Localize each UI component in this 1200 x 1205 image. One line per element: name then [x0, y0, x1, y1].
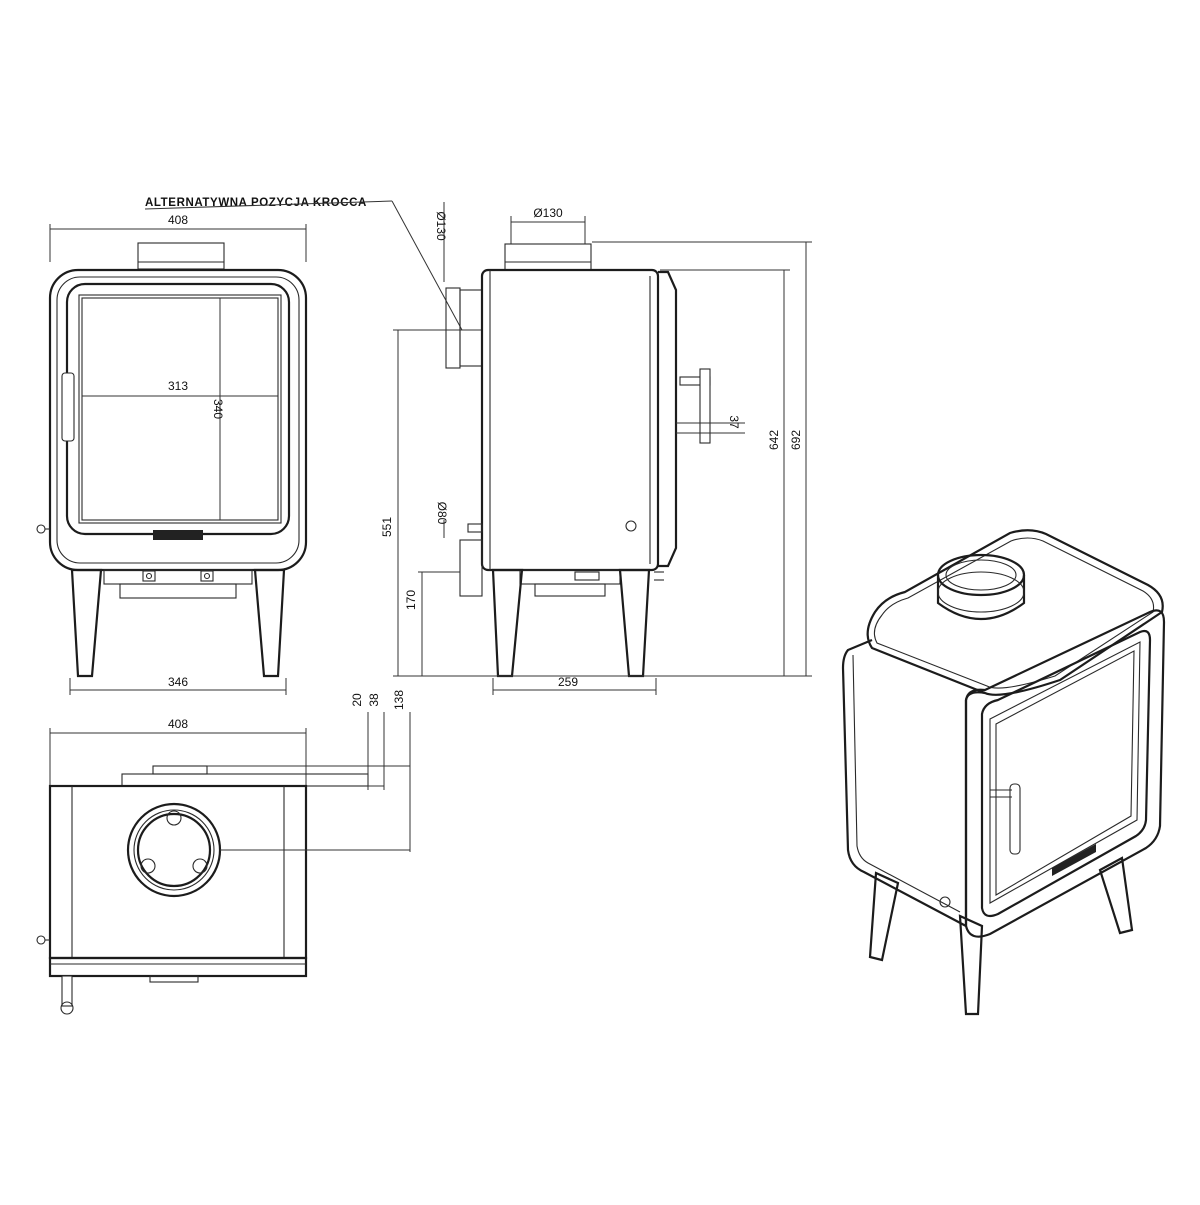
- iso-glass: [989, 641, 1141, 904]
- iso-leg-back-left: [868, 871, 900, 962]
- front-body: [48, 268, 308, 572]
- dim-top-width: 408: [168, 717, 188, 731]
- side-air-knob: [625, 520, 637, 532]
- iso-air-knob: [939, 896, 951, 908]
- dim-legs-width: 346: [168, 675, 188, 689]
- iso-leg-front-left: [958, 914, 984, 1016]
- iso-flue-collar: [936, 553, 1026, 597]
- front-glass: [78, 294, 282, 524]
- side-door-profile: [658, 270, 678, 568]
- side-leg-left: [491, 568, 524, 678]
- dim-glass-height: 340: [211, 399, 225, 419]
- dim-body-height: 642: [767, 430, 781, 450]
- side-flue-collar: [504, 243, 592, 271]
- dim-offset-a: 20: [350, 693, 364, 707]
- side-view: ALTERNATYWNA POZYCJA KROCCA Ø130 Ø130 37: [144, 197, 812, 695]
- top-view: 408 20 38 138: [36, 690, 411, 1015]
- iso-brand-plate: [1052, 844, 1096, 876]
- iso-handle: [1009, 783, 1021, 855]
- dim-air-inlet-height: 170: [404, 590, 418, 610]
- front-air-knob: [36, 524, 46, 534]
- isometric-view: [841, 529, 1166, 1016]
- dim-glass-width: 313: [168, 379, 188, 393]
- side-handle: [699, 368, 711, 444]
- front-ash-pan: [119, 583, 237, 599]
- dim-offset-b: 38: [367, 693, 381, 707]
- top-rear-flue: [121, 773, 369, 787]
- front-view: 408 313 340: [36, 213, 308, 695]
- front-leg-right: [253, 568, 286, 678]
- dim-rear-flue-diameter: Ø130: [434, 211, 448, 241]
- side-leg-right: [618, 568, 651, 678]
- dim-width-top: 408: [168, 213, 188, 227]
- dim-handle-offset: 37: [727, 415, 741, 429]
- dim-total-height: 692: [789, 430, 803, 450]
- top-air-knob: [36, 935, 46, 945]
- dim-air-inlet-diameter: Ø80: [435, 502, 449, 525]
- front-brand-plate: [153, 530, 203, 540]
- iso-front-face: [964, 609, 1166, 938]
- rear-flue-collar: [445, 287, 461, 369]
- front-base-plate: [103, 569, 253, 585]
- alt-position-leader: [391, 200, 463, 331]
- top-flue-ring-inner: [136, 812, 212, 888]
- iso-leg-front-right: [1098, 856, 1134, 935]
- dim-legs-depth: 259: [558, 675, 578, 689]
- top-flue-ring-outer: [126, 802, 222, 898]
- front-flue-collar: [137, 242, 225, 270]
- side-base-plate: [519, 569, 621, 585]
- front-leg-left: [70, 568, 103, 678]
- alt-position-note: ALTERNATYWNA POZYCJA KROCCA: [145, 197, 367, 209]
- front-door-frame: [65, 282, 291, 536]
- iso-door-frame: [980, 629, 1152, 918]
- top-handle: [61, 975, 73, 1007]
- dim-rear-outlet-height: 551: [380, 517, 394, 537]
- iso-top-face: [866, 529, 1164, 696]
- top-door-band: [48, 956, 308, 978]
- side-body: [480, 268, 660, 572]
- dim-offset-c: 138: [392, 690, 406, 710]
- side-air-inlet: [459, 539, 483, 597]
- iso-left-face: [841, 638, 986, 928]
- front-handle: [61, 372, 75, 442]
- dim-flue-diameter: Ø130: [533, 206, 563, 220]
